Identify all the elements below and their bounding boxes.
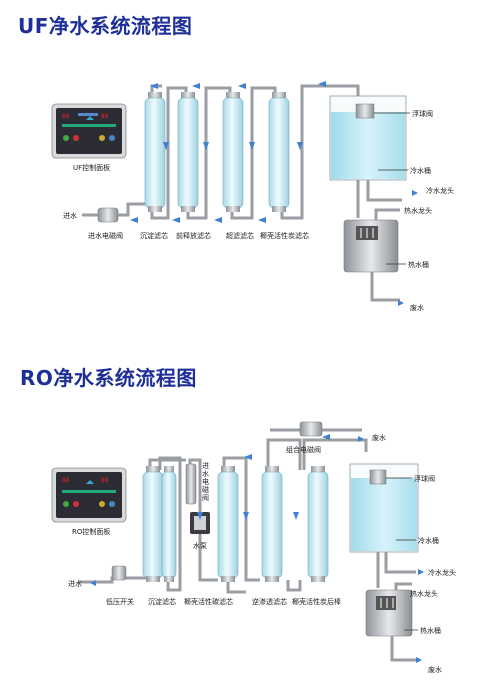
uf-stage-label: 沉淀滤芯 [140,231,168,240]
uf-waste-label: 废水 [410,303,424,312]
ro-flow-arrow [322,434,330,440]
ro-flow-arrow [293,512,299,520]
uf-control-panel: 88 88 [51,103,127,159]
uf-float-valve-label: 浮球阀 [412,109,433,118]
ro-title: RO净水系统流程图 [20,366,197,390]
uf-hot-tank-label: 热水桶 [408,260,429,269]
ro-inlet-label: 进水 [68,579,82,588]
ro-combo-solenoid [299,421,323,437]
uf-flow-arrow [203,142,209,150]
uf-stage-label: 进水电磁阀 [88,231,123,240]
svg-text:88: 88 [62,113,70,120]
uf-flow-arrow [297,142,303,150]
ro-cold-tap-label: 冷水龙头 [428,568,456,577]
ro-inlet-solenoid-label: 进水电磁阀 [202,462,209,502]
ro-flow-arrow [243,512,249,520]
ro-filter-1 [142,466,164,582]
uf-hot-tap-label: 热水龙头 [404,206,432,215]
ro-pump [190,512,210,534]
ro-control-panel: 88 88 [51,467,127,523]
ro-filter-4 [261,466,283,582]
uf-inlet-label: 进水 [63,211,77,220]
ro-filter-3 [217,466,239,582]
uf-flow-arrow [238,83,246,89]
uf-stage-label: 前释放滤芯 [176,231,211,240]
ro-pump-label: 水泵 [193,541,207,550]
uf-title: UF净水系统流程图 [18,14,193,38]
svg-text:88: 88 [101,113,109,120]
ro-waste-label: 废水 [428,665,442,674]
ro-cold-tank [349,463,419,588]
uf-filter-4 [268,92,290,212]
uf-filter-2 [177,92,199,212]
uf-panel-label: UF控制面板 [73,163,110,172]
uf-flow-arrow [163,142,169,150]
ro-cold-tank-label: 冷水桶 [418,536,439,545]
ro-hot-tap-label: 热水龙头 [410,589,438,598]
ro-low-pressure-switch [111,565,127,581]
ro-hot-tank-label: 热水桶 [420,626,441,635]
uf-cold-tank [329,95,407,218]
ro-stage-label: 椰壳活性碳滤芯 [184,597,233,606]
uf-stage-label: 超滤滤芯 [226,231,254,240]
uf-inlet-valve [97,207,119,223]
ro-combo-valve-label: 组合电磁阀 [286,445,321,454]
ro-panel-label: RO控制面板 [72,527,110,536]
ro-flow-arrow [244,454,252,460]
ro-section: 88 88 RO控制面板 进水 进水电磁阀 水泵 [51,421,456,674]
uf-section: 88 88 UF控制面板 进水 [51,81,454,312]
uf-flow-arrow [258,217,266,223]
uf-stage-label: 椰壳活性炭滤芯 [260,231,309,240]
uf-flow-arrow [172,217,180,223]
ro-stage-label: 逆渗透滤芯 [252,597,287,606]
ro-stage-label: 低压开关 [106,597,134,606]
ro-flow-arrow [197,512,203,520]
ro-inlet-solenoid [185,463,197,505]
ro-waste-top-label: 废水 [372,433,386,442]
uf-filter-3 [222,92,244,212]
uf-flow-arrow [192,83,200,89]
uf-flow-arrow [214,217,222,223]
ro-filter-2 [161,466,177,582]
uf-flow-arrow [130,217,138,223]
uf-hot-tank [343,208,400,302]
ro-filter-5 [307,466,329,582]
ro-float-valve-label: 浮球阀 [414,474,435,483]
uf-cold-tank-label: 冷水桶 [410,166,431,175]
uf-flow-arrow [249,142,255,150]
ro-stage-label: 沉淀滤芯 [148,597,176,606]
uf-flow-arrow [150,83,158,89]
uf-flow-arrow [318,81,326,87]
ro-stage-label: 椰壳活性炭后棒 [292,597,341,606]
uf-cold-tap-label: 冷水龙头 [426,186,454,195]
svg-text:88: 88 [101,477,109,484]
svg-text:88: 88 [62,477,70,484]
uf-filter-1 [144,92,166,212]
ro-hot-tank [365,582,418,662]
